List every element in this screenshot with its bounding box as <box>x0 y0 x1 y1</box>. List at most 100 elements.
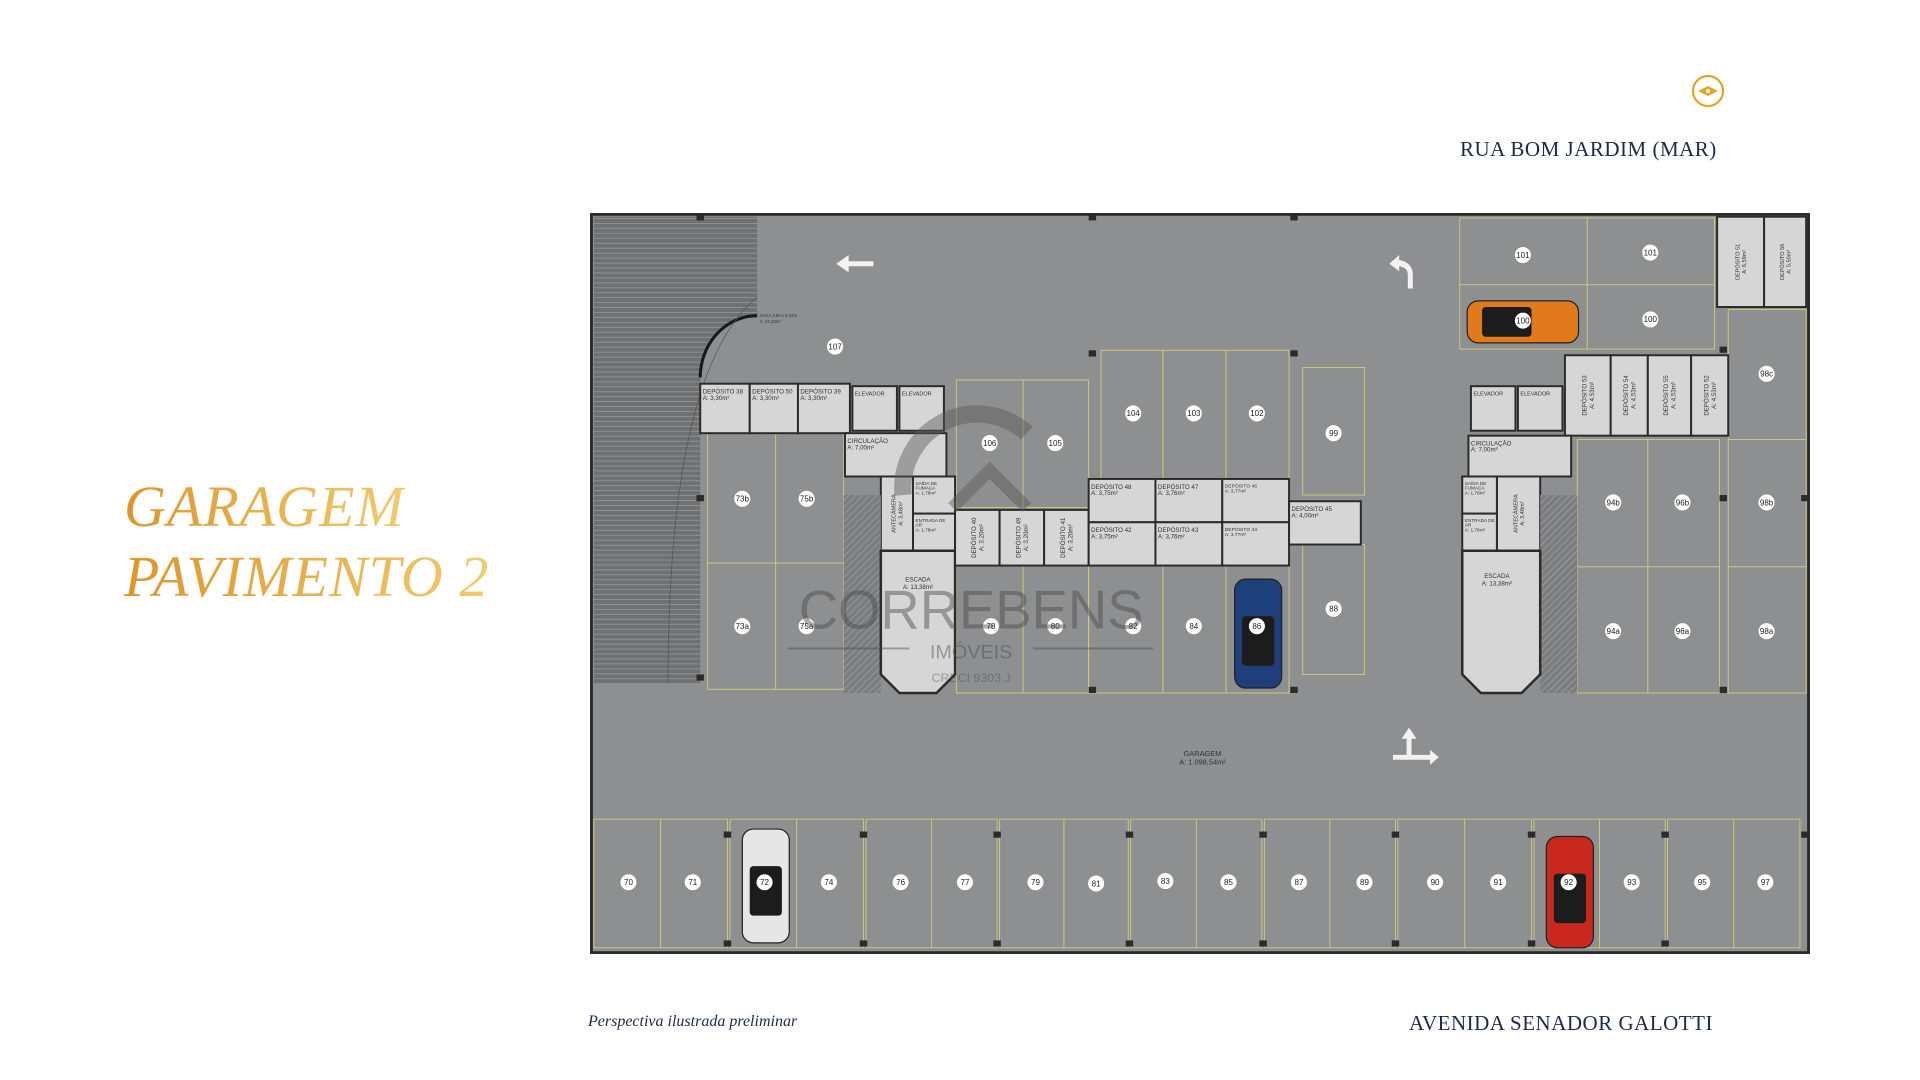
room-area: A: 3,30m² <box>703 395 730 402</box>
parking-space-86[interactable]: 86 <box>1248 618 1265 635</box>
space-number: 98c <box>1760 370 1773 379</box>
space-number: 81 <box>1092 879 1101 888</box>
pillar <box>696 674 704 681</box>
car-icon <box>1545 835 1595 949</box>
space-number: 75b <box>800 495 814 504</box>
parking-space-71[interactable]: 71 <box>684 874 701 891</box>
room-name: ESCADA <box>905 577 931 584</box>
parking-space-97[interactable]: 97 <box>1757 874 1774 891</box>
parking-space-101[interactable]: 101 <box>1514 247 1531 264</box>
space-number: 84 <box>1189 622 1198 631</box>
room-name: DEPÓSITO 38 <box>703 389 744 396</box>
space-number: 73a <box>736 622 750 631</box>
parking-space-95[interactable]: 95 <box>1694 874 1711 891</box>
parking-space-76[interactable]: 76 <box>892 874 909 891</box>
parking-space-90[interactable]: 90 <box>1427 874 1444 891</box>
room-area: A: 3,20m² <box>1068 524 1075 551</box>
parking-space-104[interactable]: 104 <box>1125 405 1142 422</box>
parking-space-101[interactable]: 101 <box>1642 244 1659 261</box>
space-number: 88 <box>1329 605 1338 614</box>
watermark-creci: CRECI 9303 J <box>932 671 1011 685</box>
room-name: SAÍDA DE FUMAÇA <box>915 480 938 491</box>
parking-space-93[interactable]: 93 <box>1623 874 1640 891</box>
parking-space-outline <box>955 379 1090 508</box>
parking-space-96b[interactable]: 96b <box>1674 494 1691 511</box>
room-area: A: 13,38m² <box>1482 580 1512 587</box>
room-name: DEPÓSITO 52 <box>1703 375 1710 416</box>
parking-space-89[interactable]: 89 <box>1356 874 1373 891</box>
parking-space-84[interactable]: 84 <box>1185 618 1202 635</box>
space-number: 80 <box>1051 622 1060 631</box>
parking-space-88[interactable]: 88 <box>1325 600 1342 617</box>
parking-space-105[interactable]: 105 <box>1047 435 1064 452</box>
pillars <box>696 214 1809 947</box>
room-area: A: 3,30m² <box>800 395 827 402</box>
pillar <box>1290 350 1298 357</box>
room-area: A: 1,78m² <box>1465 527 1486 532</box>
pillar <box>1125 831 1134 838</box>
parking-space-73b[interactable]: 73b <box>734 490 751 507</box>
parking-space-78[interactable]: 78 <box>982 618 999 635</box>
space-number: 94b <box>1606 498 1620 507</box>
parking-space-106[interactable]: 106 <box>981 435 998 452</box>
parking-space-100[interactable]: 100 <box>1642 311 1659 328</box>
parking-space-82[interactable]: 82 <box>1125 618 1142 635</box>
parking-space-85[interactable]: 85 <box>1220 874 1237 891</box>
parking-space-83[interactable]: 83 <box>1157 872 1174 890</box>
parking-space-94b[interactable]: 94b <box>1605 494 1622 511</box>
cars <box>741 300 1595 949</box>
room-area: A: 1,78m² <box>915 490 936 495</box>
room-area: A: 4,53m² <box>1671 382 1678 409</box>
pillar <box>696 495 704 502</box>
parking-space-98c[interactable]: 98c <box>1758 365 1775 382</box>
parking-space-99[interactable]: 99 <box>1325 425 1342 442</box>
parking-space-79[interactable]: 79 <box>1027 874 1044 891</box>
parking-space-outline <box>1302 367 1365 496</box>
room-area: A: 4,00m² <box>1292 512 1319 519</box>
space-number: 99 <box>1329 429 1338 438</box>
parking-space-98b[interactable]: 98b <box>1758 494 1775 511</box>
pillar <box>723 831 732 838</box>
room-area: A: 1,78m² <box>915 527 936 532</box>
parking-space-80[interactable]: 80 <box>1047 618 1064 635</box>
parking-space-96a[interactable]: 96a <box>1674 623 1691 640</box>
space-number: 73b <box>736 495 750 504</box>
parking-space-70[interactable]: 70 <box>620 874 637 891</box>
parking-space-75b[interactable]: 75b <box>798 490 815 507</box>
north-compass-icon <box>1691 74 1725 108</box>
room-name: ANTECÂMERA <box>891 494 898 533</box>
parking-space-81[interactable]: 81 <box>1088 875 1105 892</box>
parking-space-75a[interactable]: 75a <box>798 618 815 635</box>
pillar <box>1290 214 1298 221</box>
space-number: 79 <box>1031 878 1040 887</box>
pillar <box>859 940 868 947</box>
parking-space-92[interactable]: 92 <box>1560 874 1577 891</box>
room-name: ELEVADOR <box>902 391 932 397</box>
room-name: CIRCULAÇÃO <box>847 438 888 445</box>
watermark-logo <box>894 405 1033 496</box>
parking-space-72[interactable]: 72 <box>756 874 773 891</box>
parking-space-94a[interactable]: 94a <box>1605 623 1622 640</box>
parking-space-77[interactable]: 77 <box>956 874 973 891</box>
parking-space-87[interactable]: 87 <box>1290 874 1308 891</box>
pillar <box>1088 686 1097 693</box>
room-name: CIRCULAÇÃO <box>1471 441 1512 448</box>
parking-space-100[interactable]: 100 <box>1514 312 1531 329</box>
parking-space-98a[interactable]: 98a <box>1758 623 1775 640</box>
parking-space-103[interactable]: 103 <box>1185 405 1202 422</box>
parking-space-73a[interactable]: 73a <box>734 618 751 635</box>
space-number: 83 <box>1161 877 1170 886</box>
parking-space-107[interactable]: 107 <box>827 338 844 355</box>
space-number: 104 <box>1126 409 1140 418</box>
pillar <box>1088 350 1097 357</box>
parking-space-91[interactable]: 91 <box>1490 874 1507 891</box>
parking-space-74[interactable]: 74 <box>820 874 837 891</box>
parking-space-102[interactable]: 102 <box>1248 405 1265 422</box>
